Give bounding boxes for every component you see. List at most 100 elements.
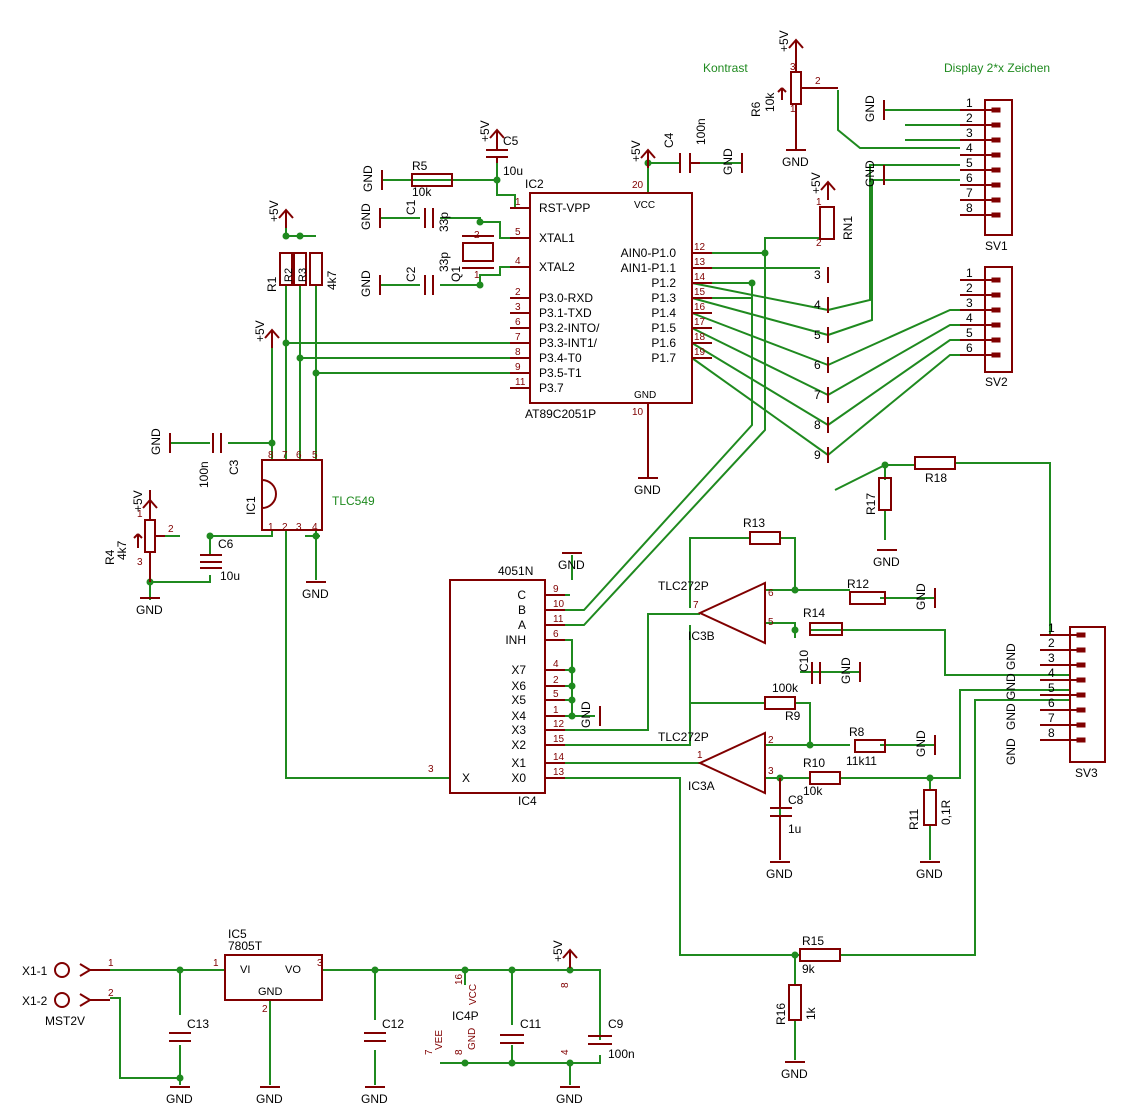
gnd-symbol: GND [361, 165, 383, 192]
rn1-pin-num: 7 [814, 388, 821, 402]
ic2-pin-label: P3.0-RXD [539, 291, 593, 305]
gnd-symbol: GND [863, 95, 885, 122]
svg-text:GND: GND [258, 986, 283, 998]
ic2-pin-label: P3.4-T0 [539, 351, 582, 365]
svg-text:8: 8 [560, 982, 571, 988]
gnd-symbol: GND [634, 477, 661, 497]
input-jacks: X1-1 X1-2 MST2V 1 2 [22, 958, 114, 1028]
x1-1-label: X1-1 [22, 964, 48, 978]
ic1-pin-num: 7 [282, 450, 288, 461]
ic2-pin-num: 2 [515, 287, 521, 298]
ic2-pin-num: 4 [515, 256, 521, 267]
ic2-vcc-pin: 20 [632, 180, 644, 191]
c8-value: 1u [788, 822, 801, 836]
connector-pin-num: 3 [1048, 651, 1055, 665]
svg-text:GND: GND [721, 148, 735, 175]
gnd-symbol: GND [166, 1086, 193, 1106]
c5-value: 10u [503, 164, 523, 178]
r3-value: 4k7 [325, 270, 339, 290]
r1-label: R1 [265, 276, 279, 292]
ic4-pin-num: 11 [553, 614, 564, 625]
gnd-symbol: GND [781, 1061, 808, 1081]
connector-pin-num: 2 [966, 281, 973, 295]
gnd-symbol: GND [914, 583, 936, 610]
svg-text:GND: GND [863, 95, 877, 122]
rn1-pin-num: 3 [814, 268, 821, 282]
rn1-bottom-pin: 2 [816, 238, 822, 249]
r8-label: R8 [849, 725, 865, 739]
r15-label: R15 [802, 934, 824, 948]
rn1-top-pin: 1 [816, 197, 822, 208]
ic4-part: 4051N [498, 564, 533, 578]
connector-pin-num: 5 [1048, 681, 1055, 695]
r13-resistor [749, 531, 781, 545]
connector-pin-num: 8 [966, 201, 973, 215]
ic1-pin-num: 6 [296, 450, 302, 461]
ic2-pin-num: 15 [694, 287, 706, 298]
ic5-name: IC5 [228, 927, 247, 941]
r9-label: R9 [785, 709, 801, 723]
ic2-pin-label: RST-VPP [539, 201, 590, 215]
connector-pin-num: 2 [966, 111, 973, 125]
gnd-symbol: GND [361, 1086, 388, 1106]
svg-text:3: 3 [317, 958, 323, 969]
rn1-pin-num: 8 [814, 418, 821, 432]
svg-text:3: 3 [768, 766, 774, 777]
ic2-pin-label: XTAL1 [539, 231, 575, 245]
svg-text:+5V: +5V [478, 120, 492, 142]
c10-label: C10 [797, 650, 811, 672]
r8-value: 11k11 [846, 754, 877, 768]
svg-text:2: 2 [108, 988, 114, 999]
connector-pin-num: 2 [1048, 636, 1055, 650]
ic4p-power: IC4P 16 VCC VEE GND 7 8 8 4 [424, 973, 571, 1055]
sv2-label: SV2 [985, 375, 1008, 389]
r5-value: 10k [412, 185, 432, 199]
svg-text:VO: VO [285, 964, 301, 976]
svg-text:1: 1 [213, 958, 219, 969]
ic4-x-label: X [462, 771, 470, 785]
r6-label: R6 [749, 101, 763, 117]
gnd-symbol: GND [766, 861, 793, 881]
svg-text:GND: GND [467, 1028, 478, 1050]
ic4-pin-num: 15 [553, 734, 565, 745]
rn1-pin-num: 6 [814, 358, 821, 372]
ic2-pin-num: 9 [515, 362, 521, 373]
ic2-pin-num: 11 [515, 377, 526, 388]
connector-pin-num: 7 [1048, 711, 1055, 725]
vcc-symbol: +5V [478, 120, 505, 148]
ic2-pin-label: P3.5-T1 [539, 366, 582, 380]
connector-pin-num: 1 [1048, 621, 1055, 635]
ic4-pin-label: X0 [511, 771, 526, 785]
sv3-label: SV3 [1075, 766, 1098, 780]
kontrast-label: Kontrast [703, 61, 748, 75]
r4-pot [144, 519, 156, 553]
r15-value: 9k [802, 962, 816, 976]
connector-pin-num: 6 [966, 341, 973, 355]
c12-label: C12 [382, 1017, 404, 1031]
ic2-name: IC2 [525, 177, 544, 191]
ic2-pin-num: 5 [515, 227, 521, 238]
ic5-regulator: IC5 7805T VI VO GND 1 3 2 [213, 927, 323, 1015]
r10-label: R10 [803, 756, 825, 770]
svg-text:GND: GND [556, 1092, 583, 1106]
ic2-pin-num: 17 [694, 317, 706, 328]
svg-text:2: 2 [262, 1004, 268, 1015]
ic2-pin-num: 16 [694, 302, 706, 313]
svg-text:GND: GND [839, 657, 853, 684]
gnd-symbol: GND [839, 657, 861, 684]
ic4p-name: IC4P [452, 1009, 479, 1023]
r17-label: R17 [864, 493, 878, 515]
ic2-pin-label: P3.3-INT1/ [539, 336, 598, 350]
ic4-pin-label: INH [505, 633, 526, 647]
svg-text:GND: GND [361, 165, 375, 192]
vcc-symbol: +5V [809, 172, 836, 200]
capacitors: C5 10u C4 100n C1 33p C2 33p Q1 2 1 100n… [169, 118, 821, 1061]
svg-text:GND: GND [782, 155, 809, 169]
ic2-pin-label: XTAL2 [539, 260, 575, 274]
ic2-gnd: GND [634, 390, 656, 401]
svg-text:GND: GND [873, 555, 900, 569]
connector-pin-num: 5 [966, 156, 973, 170]
c2-value: 33p [437, 252, 451, 272]
